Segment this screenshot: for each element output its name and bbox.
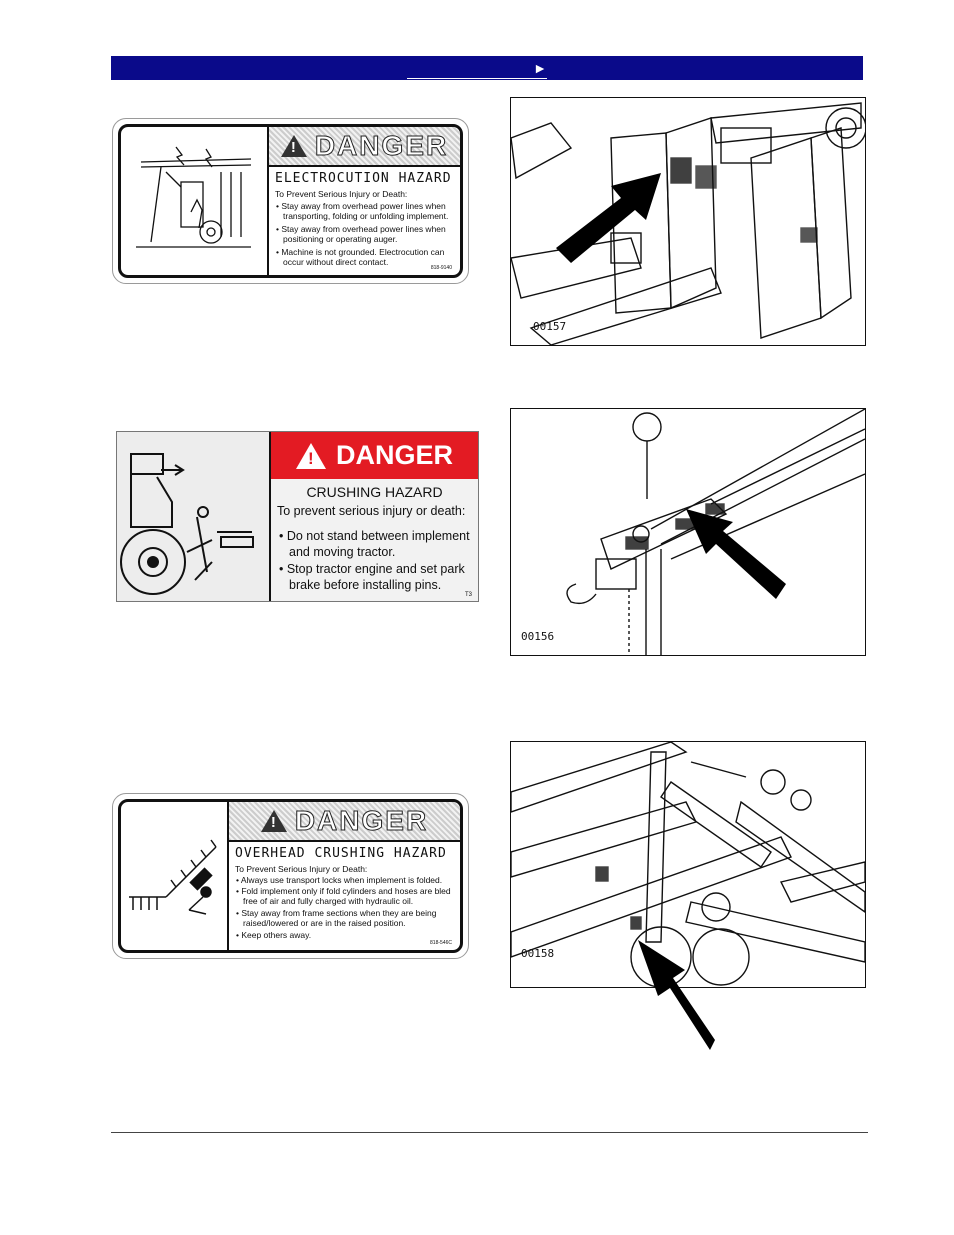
next-page-link[interactable]: ►	[407, 58, 547, 79]
hazard-bullet: • Stay away from overhead power lines wh…	[276, 224, 446, 245]
decal-code: T3	[464, 592, 472, 598]
danger-banner: DANGER	[271, 432, 478, 479]
machine-drawing	[511, 102, 865, 345]
hazard-intro: To prevent serious injury or death:	[277, 504, 466, 518]
hazard-bullet: • Do not stand between implement and mov…	[279, 529, 470, 559]
header-bar: ►	[111, 56, 863, 80]
machine-drawing	[511, 742, 865, 987]
figure-number: 00156	[521, 630, 555, 643]
signal-word: DANGER	[294, 805, 429, 837]
machine-drawing	[566, 409, 865, 655]
hazard-title: OVERHEAD CRUSHING HAZARD	[235, 846, 447, 861]
warning-icon	[295, 442, 326, 469]
crushing-pictogram	[117, 432, 271, 601]
pointer-arrow	[556, 173, 661, 263]
warning-icon	[280, 135, 307, 157]
footer-divider	[111, 1132, 868, 1133]
figure-number: 00158	[521, 947, 555, 960]
hazard-bullet: • Stop tractor engine and set park brake…	[279, 562, 465, 592]
overhead-crushing-pictogram	[121, 802, 229, 950]
electrocution-hazard-decal: DANGER ELECTROCUTION HAZARD To Prevent S…	[112, 118, 469, 284]
figure-decal-location-2: 00156	[510, 408, 866, 656]
warning-icon	[260, 810, 287, 832]
decal-code: 818-546C	[430, 940, 452, 946]
hazard-intro: To Prevent Serious Injury or Death:	[275, 189, 408, 199]
right-arrow-icon: ►	[533, 60, 547, 76]
hazard-intro: To Prevent Serious Injury or Death:	[235, 864, 368, 874]
hazard-title: ELECTROCUTION HAZARD	[275, 171, 452, 186]
figure-decal-location-1: 00157	[510, 97, 866, 346]
hazard-bullet: • Always use transport locks when implem…	[236, 875, 443, 885]
electrocution-pictogram	[121, 127, 269, 275]
overhead-crushing-hazard-decal: DANGER OVERHEAD CRUSHING HAZARD To Preve…	[112, 793, 469, 959]
hazard-bullet: • Stay away from frame sections when the…	[236, 908, 437, 929]
decal-code: 818-9140	[430, 265, 452, 271]
pointer-arrow	[638, 940, 715, 1050]
figure-decal-location-3: 00158	[510, 741, 866, 988]
danger-banner: DANGER	[269, 127, 460, 167]
figure-number: 00157	[533, 320, 567, 333]
pointer-arrow	[686, 509, 786, 599]
danger-banner: DANGER	[229, 802, 460, 842]
hazard-bullet: • Keep others away.	[236, 930, 312, 940]
hazard-title: CRUSHING HAZARD	[306, 484, 443, 500]
hazard-bullet: • Fold implement only if fold cylinders …	[236, 886, 451, 907]
crushing-hazard-decal: DANGER CRUSHING HAZARD To prevent seriou…	[116, 431, 479, 602]
signal-word: DANGER	[314, 130, 449, 162]
signal-word: DANGER	[335, 440, 453, 470]
hazard-bullet: • Stay away from overhead power lines wh…	[276, 201, 449, 222]
hazard-bullet: • Machine is not grounded. Electrocution…	[276, 247, 445, 268]
